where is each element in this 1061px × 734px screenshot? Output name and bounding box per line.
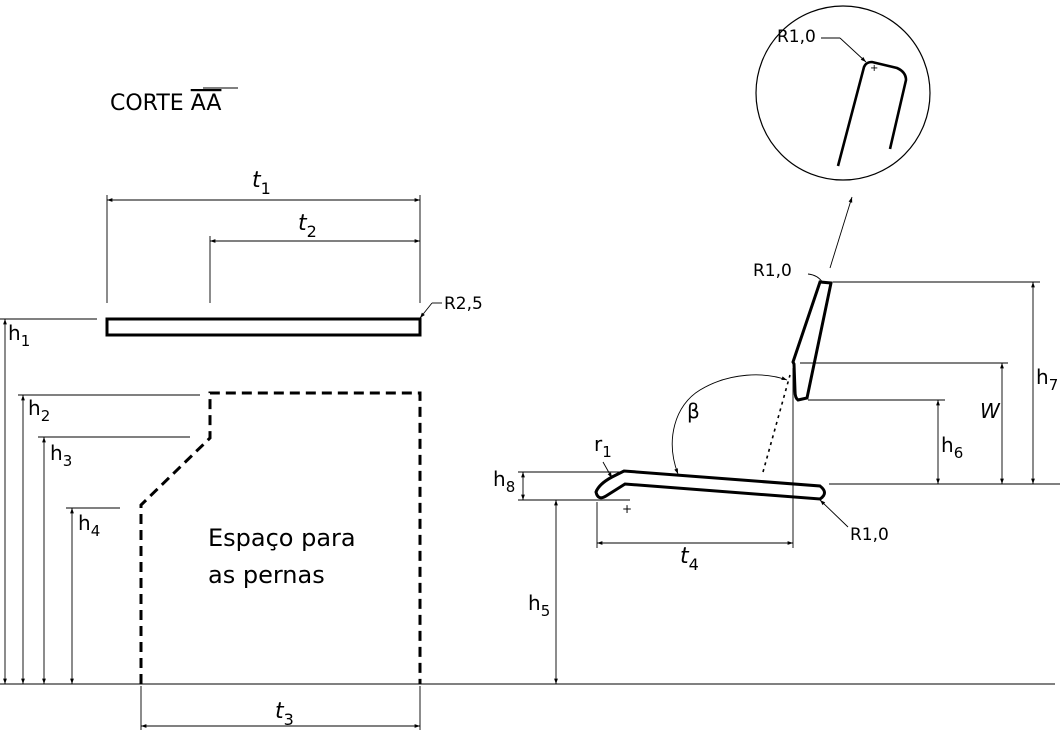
r1-label: r1 (594, 432, 612, 461)
r25-arrow (419, 302, 433, 319)
h6-label: h6 (941, 433, 963, 462)
leg-space-label-2: as pernas (208, 561, 325, 589)
h8-label: h8 (493, 467, 515, 496)
detail-radius-label: R1,0 (777, 27, 816, 47)
r1-arrow (602, 461, 613, 479)
t4-label: t4 (680, 544, 699, 574)
seat-radius-arrow (819, 499, 849, 528)
h3-label: h3 (50, 441, 72, 470)
h4-label: h4 (78, 511, 100, 540)
chair-seat (594, 469, 826, 501)
backrest-radius-leader (807, 273, 824, 284)
t1-label: t1 (252, 168, 271, 198)
leg-space-outline (139, 391, 422, 684)
t3-label: t3 (275, 699, 294, 729)
desk-radius-label: R2,5 (444, 294, 483, 314)
detail-center-mark: + (870, 63, 878, 74)
detail-pointer-arrow (829, 196, 853, 269)
h7-label: h7 (1036, 365, 1058, 394)
detail-circle (755, 5, 931, 181)
detail-backrest-edge (836, 60, 908, 167)
backrest-radius-label: R1,0 (753, 261, 792, 281)
desk-top (105, 317, 422, 337)
backrest-axis-line (762, 374, 791, 473)
t2-label: t2 (298, 211, 317, 241)
beta-arc (671, 374, 788, 475)
w-label: W (980, 399, 1001, 423)
detail-radius-arrow (839, 37, 867, 63)
h5-label: h5 (528, 591, 550, 620)
h1-label: h1 (8, 321, 30, 350)
leg-space-label-1: Espaço para (208, 524, 356, 552)
h2-label: h2 (28, 396, 50, 425)
beta-label: β (687, 399, 700, 423)
seat-radius-label: R1,0 (850, 525, 889, 545)
section-title: CORTE AA (110, 91, 221, 116)
chair-backrest (791, 280, 833, 402)
seat-center-mark: + (622, 502, 632, 516)
